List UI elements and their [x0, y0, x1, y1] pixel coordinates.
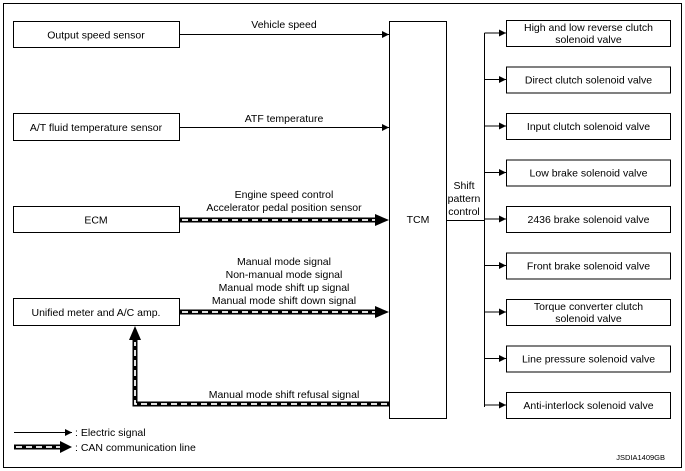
figure-id: JSDIA1409GB [616, 453, 665, 462]
diagram-frame [3, 3, 682, 468]
legend-electric-label: : Electric signal [75, 427, 146, 439]
tcm-block: TCM [389, 21, 447, 419]
meter-signal-line-3: Manual mode shift up signal [219, 282, 350, 294]
input-ecm: ECM [13, 206, 180, 233]
input-atf-temp-sensor: A/T fluid temperature sensor [13, 113, 180, 141]
ecm-can-line [179, 214, 389, 226]
meter-can-line [179, 306, 389, 318]
output-valve-label: Low brake solenoid valve [530, 168, 648, 180]
output-valve-1: Direct clutch solenoid valve [484, 66, 671, 94]
ecm-signal-line-1: Engine speed control [235, 189, 334, 201]
tcm-label: TCM [407, 214, 430, 226]
output-valve-box [506, 392, 671, 419]
output-valve-3: Low brake solenoid valve [484, 159, 671, 187]
output-valve-box [506, 299, 671, 326]
refusal-signal-label: Manual mode shift refusal signal [209, 389, 360, 401]
input-label-output-speed-sensor: Output speed sensor [47, 30, 145, 42]
output-valve-5: Front brake solenoid valve [484, 252, 671, 280]
input-output-speed-sensor: Output speed sensor [13, 21, 180, 48]
refusal-can-line [129, 326, 389, 407]
legend-can-label: : CAN communication line [75, 442, 196, 454]
output-valve-label: Front brake solenoid valve [527, 261, 650, 273]
output-valve-label: Input clutch solenoid valve [527, 121, 650, 133]
output-valve-8: Anti-interlock solenoid valve [484, 392, 671, 419]
output-valve-label: Line pressure solenoid valve [522, 354, 655, 366]
output-valve-box [506, 20, 671, 47]
shift-control-line-3: control [448, 206, 480, 218]
shift-control-line-2: pattern [448, 193, 481, 205]
output-valve-box [506, 345, 671, 373]
output-valve-label: solenoid valve [555, 34, 622, 46]
input-unified-meter: Unified meter and A/C amp. [13, 298, 180, 326]
legend-can-line [14, 441, 72, 453]
output-valve-box [506, 159, 671, 187]
output-valve-7: Line pressure solenoid valve [484, 345, 671, 373]
vehicle-speed-label: Vehicle speed [251, 19, 317, 31]
atf-temperature-label: ATF temperature [245, 113, 324, 125]
output-valve-box [506, 206, 671, 233]
output-valve-label: 2436 brake solenoid valve [527, 214, 649, 226]
meter-signal-line-2: Non-manual mode signal [226, 269, 343, 281]
output-valve-2: Input clutch solenoid valve [484, 113, 671, 140]
ecm-signal-line-2: Accelerator pedal position sensor [206, 202, 362, 214]
output-valve-label: solenoid valve [555, 313, 622, 325]
output-valve-label: Anti-interlock solenoid valve [523, 400, 653, 412]
shift-control-line-1: Shift [453, 180, 474, 192]
input-label-unified-meter: Unified meter and A/C amp. [32, 307, 161, 319]
output-valve-box [506, 113, 671, 140]
meter-signal-line-1: Manual mode signal [237, 256, 331, 268]
output-valve-box [506, 66, 671, 94]
output-valve-box [506, 252, 671, 280]
output-valve-label: High and low reverse clutch [524, 22, 653, 34]
output-valve-label: Torque converter clutch [534, 301, 643, 313]
output-valve-4: 2436 brake solenoid valve [484, 206, 671, 233]
meter-signal-line-4: Manual mode shift down signal [212, 295, 356, 307]
legend: : Electric signal : CAN communication li… [14, 427, 196, 454]
input-label-atf-temp-sensor: A/T fluid temperature sensor [30, 122, 163, 134]
input-label-ecm: ECM [84, 215, 107, 227]
output-valve-label: Direct clutch solenoid valve [525, 75, 652, 87]
